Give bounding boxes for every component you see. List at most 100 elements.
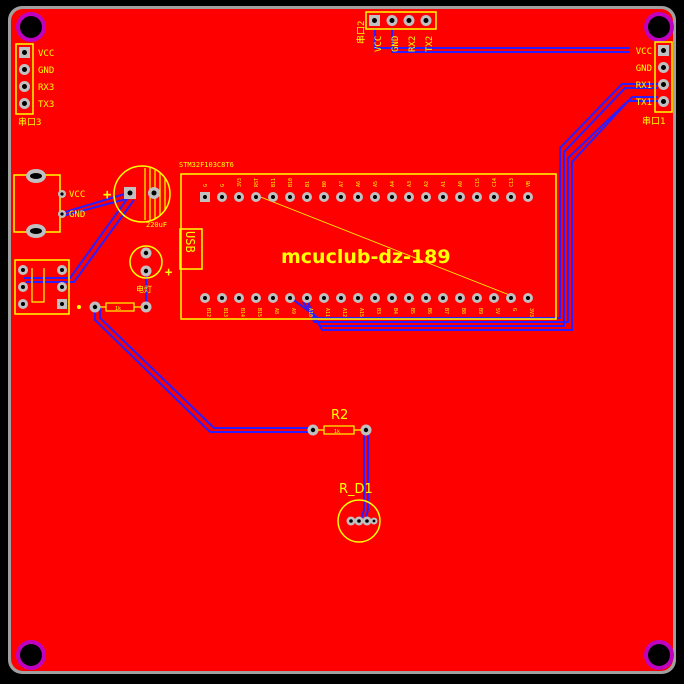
mcu-top-pin-hole	[356, 195, 360, 199]
mcu-bottom-pin-label: A10	[307, 308, 313, 317]
mcu-bottom-pin-label: B7	[443, 308, 449, 314]
mcu-board-title: mcuclub-dz-189	[281, 246, 451, 268]
mcu-top-pin-hole	[220, 195, 224, 199]
mcu-top-pin-label: B10	[288, 178, 294, 187]
mcu-bottom-pin-label: B3	[375, 308, 381, 314]
top-header-designator: 串口2	[356, 21, 367, 44]
top-header: VCC GND RX2 TX2 串口2	[356, 11, 437, 52]
mcu-outline	[180, 173, 557, 320]
right-header-pin-2: GND	[636, 64, 652, 74]
power-jack: VCC GND	[13, 169, 85, 238]
switch-outline	[14, 259, 70, 315]
mcu-bottom-pin-hole	[475, 296, 479, 300]
r2-designator: R2	[331, 408, 348, 423]
mcu-bottom-pin-hole	[305, 296, 309, 300]
rd1-designator: R_D1	[339, 482, 373, 497]
mcu-top-pin-hole	[509, 195, 513, 199]
mcu-bottom-pin-label: B4	[392, 308, 398, 314]
mcu-bottom-pin-label: B15	[256, 308, 262, 317]
mcu-bottom-pin-hole	[339, 296, 343, 300]
mcu-top-pin-label: C15	[475, 178, 481, 187]
mcu-bottom-pin-hole	[203, 296, 207, 300]
mcu-top-pin-hole	[339, 195, 343, 199]
right-header-outline	[654, 41, 673, 113]
r1-body	[105, 302, 135, 312]
mcu-top-pin-label: B0	[322, 181, 328, 187]
mcu-bottom-pin-hole	[390, 296, 394, 300]
trace-r1-r2-b	[99, 306, 312, 429]
mcu-top-pin-label: A2	[424, 181, 430, 187]
trace-tx1	[306, 100, 660, 323]
mcu-top-pin-hole	[407, 195, 411, 199]
mcu-bottom-pin-label: A12	[341, 308, 347, 317]
trace-r1-r2	[94, 306, 312, 433]
mcu-bottom-pin-hole	[526, 296, 530, 300]
left-header: VCC GND RX3 TX3 串口3	[15, 43, 54, 128]
mcu-usb-label: USB	[183, 231, 197, 253]
mcu-top-pin-label: RST	[254, 178, 260, 187]
trace-gnd-uart	[391, 28, 630, 53]
mcu-bottom-pin-hole	[492, 296, 496, 300]
mcu-bottom-pin-hole	[254, 296, 258, 300]
photoresistor-rd1: R_D1	[337, 482, 381, 543]
capacitor-value: 220uF	[146, 221, 167, 229]
mcu-top-pin-label: B11	[271, 178, 277, 187]
power-jack-label-gnd: GND	[69, 210, 85, 220]
mcu-top-pin-hole	[458, 195, 462, 199]
resistor-r1: 1k	[77, 301, 152, 313]
capacitor-polarity: +	[103, 187, 111, 203]
r1-value: 1k	[115, 306, 121, 312]
mcu-bottom-pin-label: B14	[239, 308, 245, 317]
mcu-bottom-pin-label: B5	[409, 308, 415, 314]
trace-vcc-switch	[24, 194, 131, 279]
mcu-bottom-pin-hole	[220, 296, 224, 300]
mcu-top-pin-label: A4	[390, 181, 396, 187]
mcu-top-pin-hole	[254, 195, 258, 199]
mcu-bottom-pin-label: G	[511, 308, 517, 311]
left-header-outline	[15, 43, 34, 115]
mcu-top-pin-hole	[271, 195, 275, 199]
led-label: 电灯	[136, 284, 152, 294]
mcu-bottom-pin-hole	[322, 296, 326, 300]
mcu-top-pin-label: B1	[305, 181, 311, 187]
mcu-bottom-pin-hole	[237, 296, 241, 300]
r2-value: 1k	[334, 429, 340, 435]
mcu-bottom-pin-label: A15	[358, 308, 364, 317]
mcu-top-pin-hole	[492, 195, 496, 199]
mcu-top-pin-label: A3	[407, 181, 413, 187]
trace-gnd-switch	[26, 199, 135, 283]
mcu-top-pin-label: A0	[458, 181, 464, 187]
mount-hole-bottom-left	[16, 640, 46, 670]
left-header-pin-1: VCC	[38, 49, 54, 59]
mcu-top-pin-hole	[237, 195, 241, 199]
top-header-pin-4: TX2	[425, 36, 435, 52]
mcu-top-pin-label: VB	[526, 181, 532, 187]
mcu-bottom-pin-hole	[271, 296, 275, 300]
left-header-pin-3: RX3	[38, 83, 54, 93]
trace-tx1-b	[307, 96, 658, 331]
power-jack-label-vcc: VCC	[69, 190, 85, 200]
r1-marker-dot	[77, 305, 81, 309]
mcu-bottom-pin-hole	[509, 296, 513, 300]
mcu-top-pin-label: G	[203, 184, 209, 187]
mcu-bottom-pin-label: 5V	[494, 308, 500, 314]
mount-hole-bottom-right	[644, 640, 674, 670]
mcu-bottom-pin-hole	[288, 296, 292, 300]
right-header-pin-1: VCC	[636, 47, 652, 57]
mcu-bottom-pin-label: B9	[477, 308, 483, 314]
copper-pour	[11, 9, 673, 671]
mcu-bottom-pin-label: B6	[426, 308, 432, 314]
r2-body	[323, 425, 355, 435]
led-outline	[129, 245, 163, 279]
mount-hole-top-right	[644, 12, 674, 42]
mcu-top-pin-label: A6	[356, 181, 362, 187]
mcu-bottom-pin-label: A9	[290, 308, 296, 314]
mount-hole-top-left	[16, 12, 46, 42]
mcu-bottom-pin-hole	[424, 296, 428, 300]
mcu-bottom-pin-hole	[356, 296, 360, 300]
right-header-pin-4: TX1	[636, 98, 652, 108]
mcu-top-pin-hole	[373, 195, 377, 199]
left-header-pin-4: TX3	[38, 100, 54, 110]
mcu-bottom-pin-hole	[373, 296, 377, 300]
top-header-pin-2: GND	[391, 36, 401, 52]
